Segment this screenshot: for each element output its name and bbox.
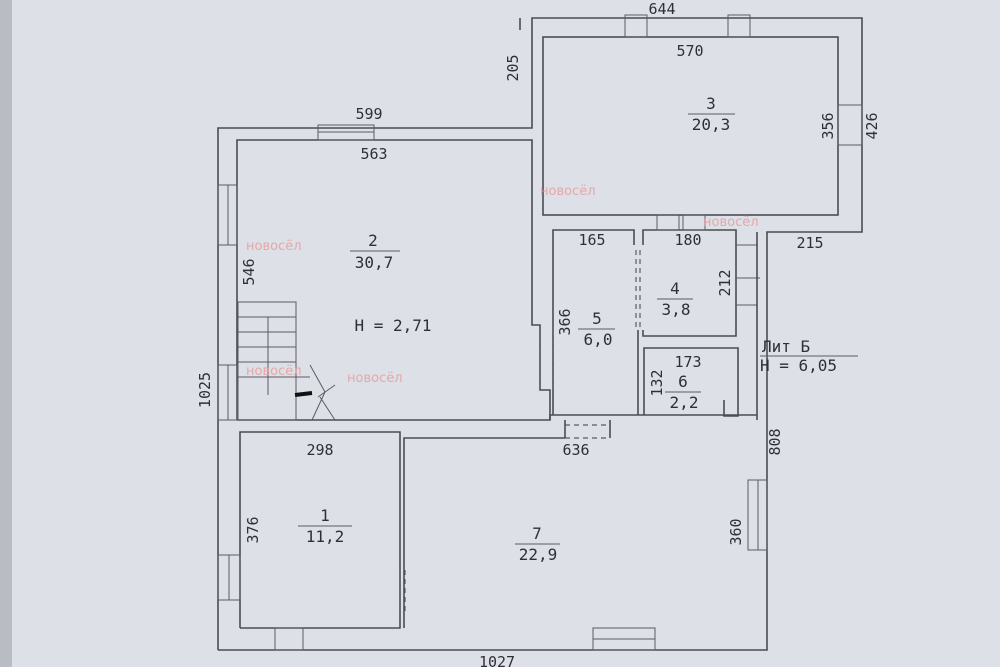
room-1-outline: [239, 431, 401, 629]
room-3-area: 20,3: [692, 115, 731, 134]
dim-132: 132: [648, 369, 666, 396]
watermark-logo: новосёл: [347, 371, 403, 386]
room-6-area: 2,2: [670, 393, 699, 412]
dim-215: 215: [796, 234, 823, 252]
dim-563: 563: [360, 145, 387, 163]
room-6-number: 6: [678, 372, 688, 391]
room-7-number: 7: [532, 524, 542, 543]
dim-366: 366: [556, 308, 574, 335]
lit-label: Лит Б: [762, 337, 810, 356]
dimension-labels: 644 570 205 356 426 599 563 546 1025 165…: [196, 0, 881, 667]
room-7-area: 22,9: [519, 545, 558, 564]
dim-599: 599: [355, 105, 382, 123]
dim-356: 356: [819, 112, 837, 139]
dim-173: 173: [674, 353, 701, 371]
dim-808: 808: [766, 428, 784, 455]
room-1-area: 11,2: [306, 527, 345, 546]
room-2-area: 30,7: [355, 253, 394, 272]
dim-376: 376: [244, 516, 262, 543]
dim-180: 180: [674, 231, 701, 249]
windows: [217, 14, 863, 651]
dim-1027: 1027: [479, 653, 515, 667]
room-7-outline: [403, 437, 565, 628]
paper-edge: [0, 0, 12, 667]
room-5-number: 5: [592, 309, 602, 328]
watermarks: новосёл новосёл новосёл новосёл новосёл: [246, 184, 759, 386]
room-2-number: 2: [368, 231, 378, 250]
dim-205: 205: [504, 54, 522, 81]
room-4-number: 4: [670, 279, 680, 298]
dim-644: 644: [648, 0, 675, 18]
dim-298: 298: [306, 441, 333, 459]
room-6-outline: [643, 347, 739, 417]
dim-1025: 1025: [196, 372, 214, 408]
room-labels: 1 11,2 2 30,7 H = 2,71 3 20,3 4 3,8 5 6,…: [298, 94, 858, 564]
room-5-area: 6,0: [584, 330, 613, 349]
room-3-number: 3: [706, 94, 716, 113]
watermark-logo: новосёл: [540, 184, 596, 199]
room-4-outline: [642, 229, 737, 337]
watermark-logo: новосёл: [703, 215, 759, 230]
dim-212: 212: [716, 269, 734, 296]
dim-360: 360: [727, 518, 745, 545]
lit-height: H = 6,05: [760, 356, 837, 375]
dim-165: 165: [578, 231, 605, 249]
dim-636: 636: [562, 441, 589, 459]
dim-570: 570: [676, 42, 703, 60]
watermark-logo: новосёл: [246, 239, 302, 254]
room-1-number: 1: [320, 506, 330, 525]
dim-546: 546: [240, 258, 258, 285]
dim-426: 426: [863, 112, 881, 139]
room-4-area: 3,8: [662, 300, 691, 319]
watermark-logo: новосёл: [246, 364, 302, 379]
staircase: [237, 301, 336, 421]
room-2-height: H = 2,71: [354, 316, 431, 335]
room-5-outline: [552, 229, 635, 415]
